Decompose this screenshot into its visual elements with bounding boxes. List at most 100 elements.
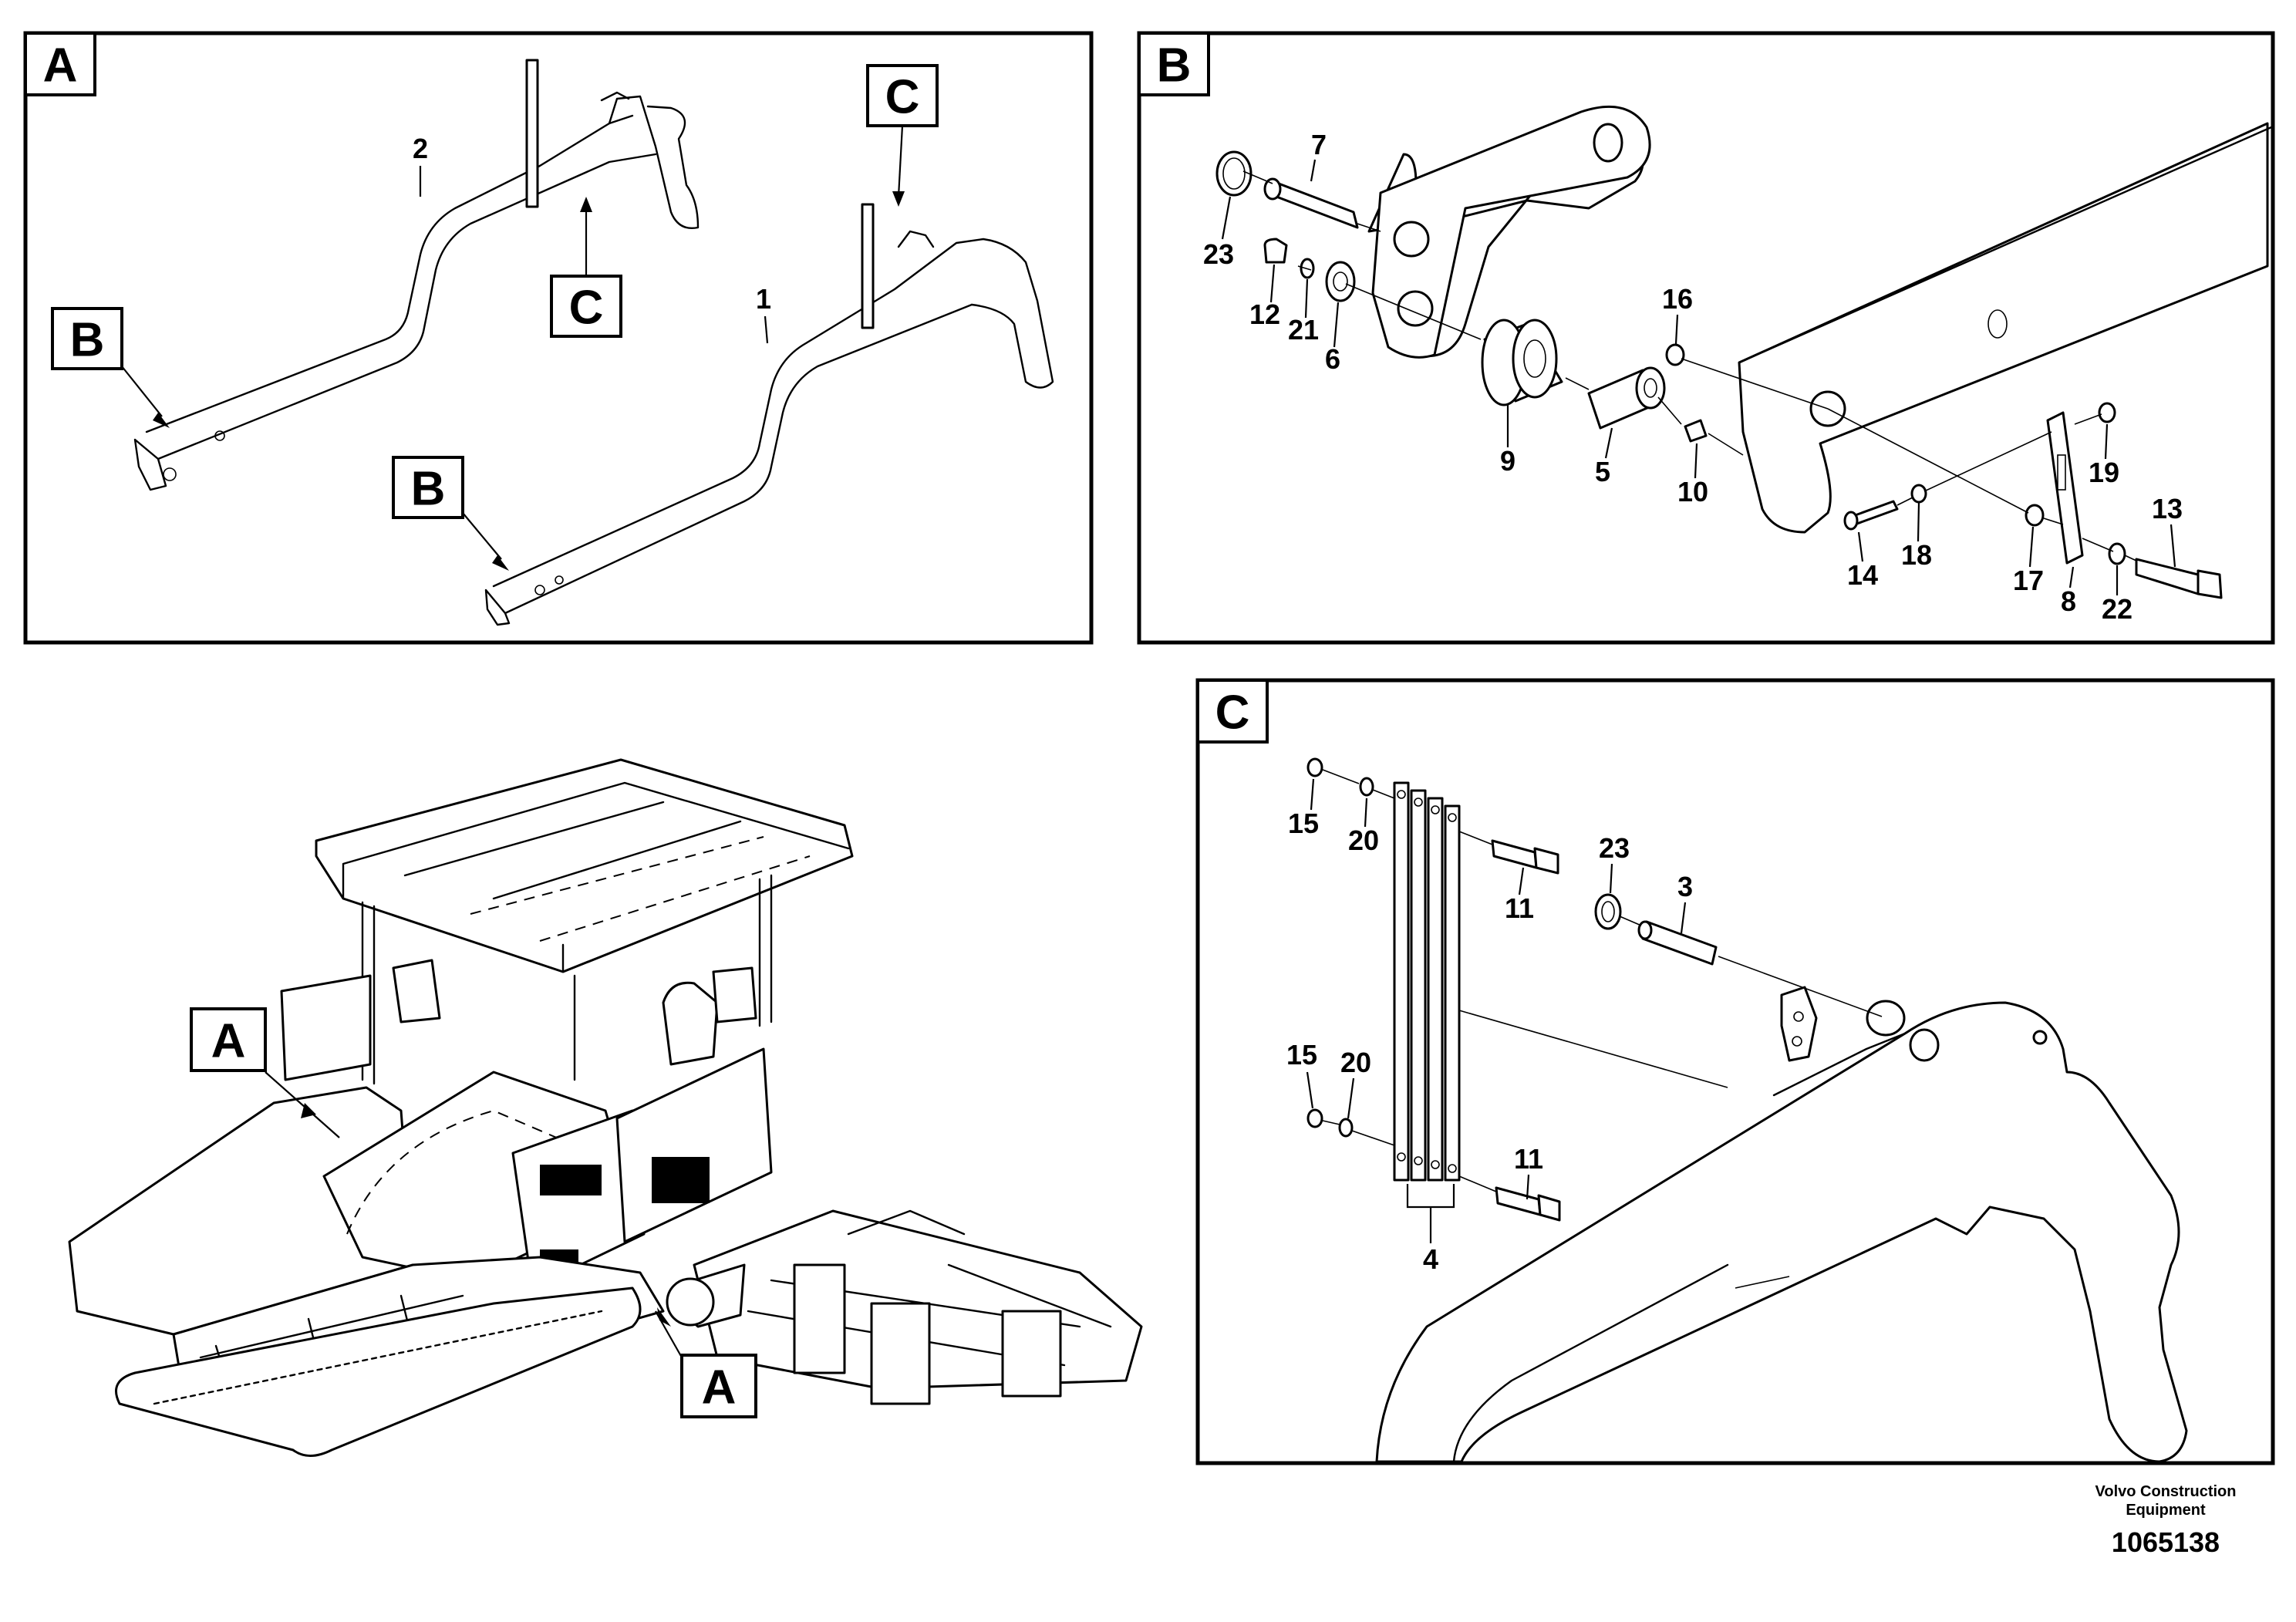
part-16-nut [1665,343,1685,366]
panel-a-tag: A [43,39,78,93]
panel-b-tag-box [1138,32,1210,96]
label-part-11-bottom: 11 [1514,1143,1543,1175]
panel-c-tag-box [1196,679,1269,744]
part-14-screw [1843,500,1899,531]
credit-line-2: Equipment [2126,1502,2206,1519]
label-part-4: 4 [1423,1243,1438,1275]
part-23-circlip [1215,150,1253,197]
callout-a-lower: A [655,1307,757,1418]
svg-text:C: C [569,282,604,335]
label-part-1: 1 [756,283,771,315]
part-18-washer [1910,484,1927,504]
bracket-plate-face [1371,105,1651,359]
label-part-8: 8 [2061,585,2076,617]
pin-boss-2 [1909,1028,1940,1062]
part-3-pin [1637,920,1718,966]
part-8-plate [2046,411,2084,565]
part-20-washer-bottom [1338,1118,1354,1138]
part-7-pin [1263,177,1359,229]
part-9-roller [1481,319,1563,406]
label-part-20-top: 20 [1348,824,1379,856]
svg-text:C: C [885,71,920,124]
panel-a: A B C [23,31,1094,645]
callout-c-lower-box [866,64,939,127]
callout-a-lower-box [680,1354,757,1418]
part-6-bushing [1325,261,1356,302]
label-part-9: 9 [1500,445,1515,477]
part-13-bolt [2135,558,2223,599]
svg-text:B: B [70,314,105,367]
part-4-upright-on-1 [861,203,875,329]
document-number: 1065138 [2112,1526,2220,1558]
grille-2 [540,1165,602,1195]
operator-seat [662,981,719,1066]
part-15-nut-top [1306,757,1323,777]
callout-a-upper: A [190,1007,340,1138]
drive-sprocket [666,1277,715,1327]
label-part-15-top: 15 [1288,808,1319,839]
part-15-nut-bottom [1306,1108,1323,1128]
label-part-16: 16 [1662,283,1693,315]
label-part-10: 10 [1677,476,1708,508]
part-22-washer [2108,542,2126,565]
part-20-washer-top [1359,777,1374,797]
side-panel [615,1047,773,1243]
side-plate-1 [793,1263,846,1374]
label-part-21: 21 [1288,314,1319,346]
svg-text:B: B [411,463,446,516]
label-part-20-bottom: 20 [1340,1047,1371,1078]
label-part-12: 12 [1249,298,1280,330]
part-10-nipple [1684,419,1708,443]
label-part-18: 18 [1901,539,1932,571]
part-11-bolt-top [1491,839,1559,875]
callout-b-upper: B [51,307,170,428]
canopy-roof [315,758,854,973]
part-11-bolt-bottom [1495,1186,1561,1222]
svg-text:A: A [211,1015,246,1068]
frame-corner [1375,1001,2188,1463]
label-part-13: 13 [2152,493,2183,524]
panel-b: B [1137,31,2275,645]
overview-machine: A A [68,758,1143,1457]
label-part-19: 19 [2089,457,2119,488]
pin-boss [1866,1000,1906,1037]
mount-bracket [1780,986,1818,1062]
side-plate-3 [1001,1310,1062,1398]
footer: Volvo Construction Equipment 1065138 [2095,1483,2237,1558]
label-part-17: 17 [2013,565,2044,596]
part-17-washer [2025,504,2045,527]
label-part-5: 5 [1595,456,1610,487]
label-part-3: 3 [1677,871,1693,902]
frame-part-1 [484,203,1054,626]
panel-c: C [1195,678,2275,1465]
callout-a-upper-box [190,1007,267,1072]
part-5-sleeve [1587,366,1666,430]
callout-b-upper-box [51,307,123,370]
callout-b-lower: B [392,456,509,571]
panel-c-frame [1195,678,2275,1465]
panel-a-tag-box [24,32,96,96]
panel-a-frame [23,31,1094,645]
label-part-23: 23 [1203,238,1234,270]
callout-b-lower-box [392,456,464,519]
grille-1 [652,1157,710,1203]
panel-c-tag: C [1215,686,1250,740]
label-part-23-c: 23 [1599,832,1630,864]
panel-b-tag: B [1157,39,1192,93]
credit-line-1: Volvo Construction [2095,1483,2237,1500]
callout-c-lower: C [866,64,939,207]
label-part-14: 14 [1847,559,1878,591]
callout-c-upper: C [550,197,622,338]
part-19-nut [2098,402,2116,423]
label-part-2: 2 [413,133,428,164]
part-4-upright-on-2 [525,59,539,208]
frame-part-2 [133,59,700,491]
label-part-22: 22 [2102,593,2132,625]
label-part-6: 6 [1325,343,1340,375]
arm-beam [1738,122,2269,534]
label-part-7: 7 [1311,129,1327,160]
part-4-strips [1393,781,1461,1182]
side-plate-2 [870,1302,931,1405]
label-part-15-bottom: 15 [1286,1039,1317,1071]
